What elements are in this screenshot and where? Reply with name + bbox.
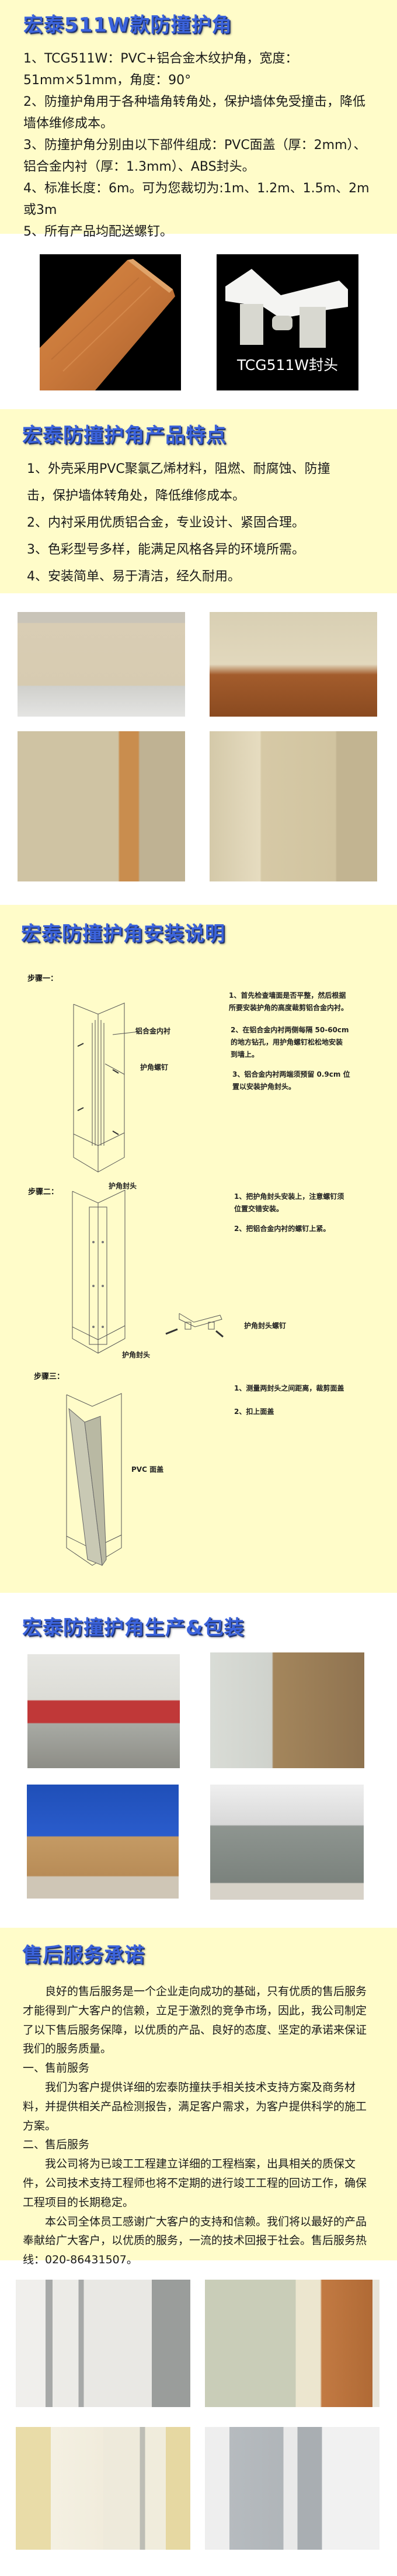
instruction-line: 的地方钻孔，用护角螺钉松松地安装 xyxy=(231,1038,343,1046)
callout-end-cap-bottom: 护角封头 xyxy=(122,1351,151,1359)
install-title: 宏泰防撞护角安装说明 xyxy=(21,922,225,946)
bottom-photo-gray-doors xyxy=(205,2427,379,2550)
application-photo-corridor-3 xyxy=(18,731,185,881)
end-cap-screw-diagram xyxy=(165,1313,224,1338)
service-heading-aftersale: 二、售后服务 xyxy=(23,2138,90,2152)
end-cap-caption: TCG511W封头 xyxy=(236,357,339,374)
step-3-diagram xyxy=(66,1393,122,1567)
step-3-instruction-1: 1、测量两封头之间距离，裁剪面盖 xyxy=(234,1382,344,1395)
instruction-line: 到墙上。 xyxy=(231,1050,259,1059)
instruction-line: 2、扣上面盖 xyxy=(234,1408,274,1416)
step-1-label: 步骤一： xyxy=(27,974,58,983)
feature-item: 1、外壳采用PVC聚氯乙烯材料，阻燃、耐腐蚀、防撞击，保护墙体转角处，降低维修成… xyxy=(27,462,330,503)
step-1-instruction-1: 1、首先检查墙面是否平整，然后根据所要安装护角的高度裁剪铝合金内衬。 xyxy=(229,990,348,1014)
callout-pvc-cover: PVC 面盖 xyxy=(131,1465,164,1474)
instruction-line: 2、在铝合金内衬两侧每隔 50-60cm xyxy=(231,1026,349,1034)
application-photo-corridor-4 xyxy=(210,731,377,881)
service-section xyxy=(0,1928,397,2260)
production-title: 宏泰防撞护角生产&包装 xyxy=(22,1616,245,1640)
step-2-label: 步骤二： xyxy=(28,1188,59,1197)
spec-item: 5、所有产品均配送螺钉。 xyxy=(23,224,173,239)
instruction-line: 1、把护角封头安装上，注意螺钉须 xyxy=(234,1192,344,1201)
step-3-label: 步骤三： xyxy=(34,1372,65,1381)
end-cap-graphic xyxy=(225,269,348,348)
install-section xyxy=(0,905,397,1593)
instruction-line: 置以安装护角封头。 xyxy=(232,1083,296,1091)
step-1-instruction-3: 3、铝合金内衬两端须预留 0.9cm 位置以安装护角封头。 xyxy=(232,1069,350,1093)
bottom-photo-white-pillar xyxy=(16,2427,190,2550)
wood-corner-guard-image xyxy=(40,254,181,390)
feature-item: 4、安装简单、易于清洁，经久耐用。 xyxy=(27,569,241,584)
features-list: 1、外壳采用PVC聚氯乙烯材料，阻燃、耐腐蚀、防撞击，保护墙体转角处，降低维修成… xyxy=(27,456,354,590)
service-paragraph-hotline: 本公司全体员工感谢广大客户的支持和信赖。我们将以最好的产品奉献给广大客户，以优质… xyxy=(23,2215,367,2267)
packaging-photo-cartons xyxy=(27,1785,179,1899)
callout-aluminum-liner: 铝合金内衬 xyxy=(135,1027,171,1035)
service-heading-presale: 一、售前服务 xyxy=(23,2062,90,2075)
feature-item: 3、色彩型号多样，能满足风格各异的环境所需。 xyxy=(27,542,305,557)
callout-corner-screw: 护角螺钉 xyxy=(140,1063,169,1071)
bottom-photo-gray-guards xyxy=(16,2280,190,2407)
intro-section xyxy=(0,0,397,234)
application-photo-corridor-2 xyxy=(210,612,377,717)
service-paragraph: 我们为客户提供详细的宏泰防撞扶手相关技术支持方案及商务材料，并提供相关产品检测报… xyxy=(23,2080,367,2132)
callout-end-cap-top: 护角封头 xyxy=(109,1182,137,1190)
spec-item: 1、TCG511W：PVC+铝合金木纹护角，宽度：51mm×51mm，角度：90… xyxy=(23,51,298,88)
callout-end-cap-screw: 护角封头螺钉 xyxy=(244,1322,287,1330)
service-paragraph: 我公司将为已竣工工程建立详细的工程档案，出具相关的质保文件，公司技术支持工程师也… xyxy=(23,2157,367,2209)
instruction-line: 1、首先检查墙面是否平整，然后根据 xyxy=(229,991,346,1000)
instruction-line: 2、把铝合金内衬的螺钉上紧。 xyxy=(234,1225,330,1233)
intro-title: 宏泰511W款防撞护角 xyxy=(23,13,232,37)
service-title: 售后服务承诺 xyxy=(22,1944,145,1967)
features-title: 宏泰防撞护角产品特点 xyxy=(22,424,227,447)
packaging-photo-stacked-profiles xyxy=(210,1785,364,1900)
spec-item: 2、防撞护角用于各种墙角转角处，保护墙体免受撞击，降低墙体维修成本。 xyxy=(23,95,365,131)
end-cap-image: TCG511W封头 xyxy=(217,254,358,390)
production-photo-extrusion-line xyxy=(27,1654,180,1768)
instruction-line: 1、测量两封头之间距离，裁剪面盖 xyxy=(234,1384,344,1392)
spec-item: 3、防撞护角分别由以下部件组成：PVC面盖（厚：2mm）、铝合金内衬（厚：1.3… xyxy=(23,138,367,174)
instruction-line: 所要安装护角的高度裁剪铝合金内衬。 xyxy=(229,1004,349,1012)
step-2-instruction-1: 1、把护角封头安装上，注意螺钉须位置交错安装。 xyxy=(234,1191,344,1215)
service-paragraph: 良好的售后服务是一个企业走向成功的基础，只有优质的售后服务才能得到广大客户的信赖… xyxy=(23,1985,367,2056)
service-text: 良好的售后服务是一个企业走向成功的基础，只有优质的售后服务才能得到广大客户的信赖… xyxy=(23,1982,372,2270)
step-3-instruction-2: 2、扣上面盖 xyxy=(234,1406,274,1418)
bottom-photo-handrail xyxy=(205,2280,379,2407)
intro-spec-list: 1、TCG511W：PVC+铝合金木纹护角，宽度：51mm×51mm，角度：90… xyxy=(23,48,374,243)
step-2-diagram xyxy=(72,1190,126,1354)
feature-item: 2、内衬采用优质铝合金，专业设计、紧固合理。 xyxy=(27,516,305,530)
step-1-diagram xyxy=(73,1002,140,1173)
step-2-instruction-2: 2、把铝合金内衬的螺钉上紧。 xyxy=(234,1223,330,1235)
instruction-line: 位置交错安装。 xyxy=(234,1205,284,1213)
step-1-instruction-2: 2、在铝合金内衬两侧每隔 50-60cm 的地方钻孔，用护角螺钉松松地安装到墙上。 xyxy=(231,1024,349,1061)
production-photo-raw-materials xyxy=(210,1652,364,1768)
instruction-line: 3、铝合金内衬两端须预留 0.9cm 位 xyxy=(232,1070,350,1078)
spec-item: 4、标准长度：6m。可为您裁切为:1m、1.2m、1.5m、2m或3m xyxy=(23,181,370,217)
application-photo-corridor-1 xyxy=(18,612,185,717)
features-section xyxy=(0,409,397,593)
